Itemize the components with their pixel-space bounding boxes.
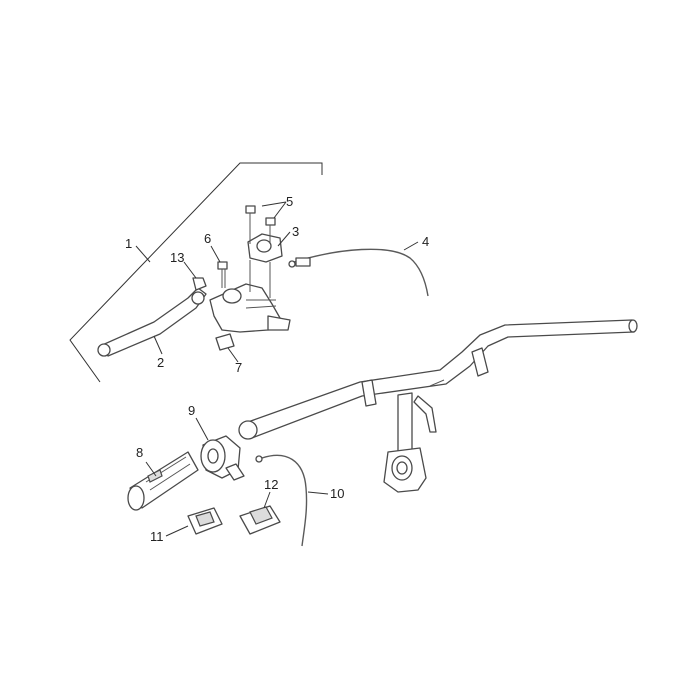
callout-6: 6 (204, 231, 211, 246)
callout-3: 3 (292, 224, 299, 239)
lower-nut (215, 333, 235, 351)
callout-11: 11 (150, 529, 164, 544)
brake-cable (288, 248, 429, 297)
lever-bracket (209, 283, 291, 333)
throttle-housing (200, 435, 245, 481)
pivot-bolt (217, 261, 228, 288)
brake-lever (97, 287, 207, 357)
handlebar (238, 319, 638, 493)
callout-13: 13 (170, 250, 184, 265)
callout-8: 8 (136, 445, 143, 460)
callout-4: 4 (422, 234, 429, 249)
pivot-nut (192, 277, 207, 291)
callout-10: 10 (330, 486, 344, 501)
callout-5: 5 (286, 194, 293, 209)
callout-2: 2 (157, 355, 164, 370)
alignment-line (249, 260, 271, 298)
callout-7: 7 (235, 360, 242, 375)
callout-9: 9 (188, 403, 195, 418)
switch-left (187, 507, 223, 535)
throttle-cable (255, 454, 308, 547)
clamp-screws (245, 205, 276, 244)
leader-lines (135, 201, 419, 537)
clamp (247, 233, 283, 263)
callout-12: 12 (264, 477, 278, 492)
switch-right (239, 505, 281, 535)
hand-grip (127, 451, 199, 511)
assembly-bracket-line (69, 162, 323, 383)
callout-1: 1 (125, 236, 132, 251)
